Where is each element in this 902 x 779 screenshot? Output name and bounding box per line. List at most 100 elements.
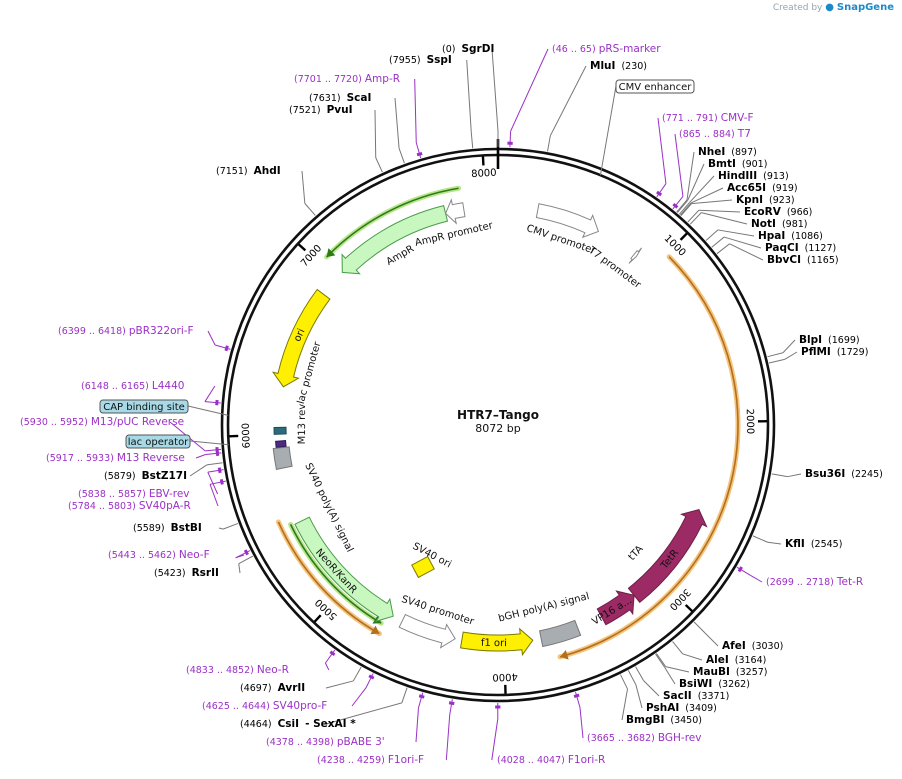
site-position: (7151) [216,166,248,177]
site-position: (230) [621,61,647,72]
boxed-lac-operator: lac operator [125,434,229,449]
leader-line [204,401,221,404]
site-label: NheI(897) [698,146,757,158]
leader-line [398,147,405,164]
orf-line [326,187,459,258]
leader-line [414,78,417,143]
site-position: (913) [763,171,789,182]
orf-arrowhead [326,248,336,258]
leader-line [782,339,796,354]
leader-line [686,151,695,200]
site-position: (4378 .. 4398) [266,737,337,748]
feature-arrow [459,627,534,657]
site-label: AfeI(3030) [722,640,783,652]
site-label: (5917 .. 5933) M13 Reverse [46,452,185,464]
orf-arcs [275,185,741,660]
site-prs-marker: (46 .. 65) pRS-marker [507,43,661,148]
leader-line [627,670,637,685]
leader-line [204,385,216,402]
orf-arrowhead [560,650,569,660]
leader-line [189,464,207,477]
site-labels: (0)SgrDI(7955)SspI(7701 .. 7720) Amp-R(7… [20,43,883,766]
site-name: PvuI [327,104,353,116]
site-label: (5443 .. 5462) Neo-F [108,549,210,561]
leader-line [680,203,692,217]
site-label: KflI(2545) [785,538,842,550]
site-label: (7701 .. 7720) Amp-R [294,73,400,85]
orf-line [559,256,739,658]
site-position: (901) [742,159,768,170]
site-position: (4238 .. 4259) [317,755,388,766]
leader-line [375,157,383,173]
site-label: (2699 .. 2718) Tet-R [766,576,863,588]
feature-t7-promoter: T7 promoter [585,244,643,291]
site-label: SacII(3371) [663,690,729,702]
feature-arrow [271,288,331,388]
site-name: PaqCI [765,242,799,254]
site-name: NheI [698,146,725,158]
site-bsiwi: BsiWI(3262) [655,653,750,690]
site-name: BmtI [708,158,736,170]
boxed-cmv-enhancer: CMV enhancer [599,79,695,176]
site-m13-puc-reverse: (5930 .. 5952) M13/pUC Reverse [20,416,222,453]
site-sv40pro-f: (4625 .. 4644) SV40pro-F [202,673,375,712]
site-label: KpnI(923) [736,194,795,206]
leader-line [394,97,400,149]
site-bsu36i: Bsu36I(2245) [771,468,883,480]
site-position: (3030) [752,641,784,652]
leader-line [445,714,451,761]
site-label: BsiWI(3262) [679,678,750,690]
leader-line [752,535,768,543]
site-name: MauBI [693,666,730,678]
leader-line [787,473,802,478]
site-position: (5784 .. 5803) [68,501,139,512]
leader-line [643,680,660,697]
label-box [615,79,695,94]
site-csii: (4464)CsiI- SexAI * [240,687,408,730]
boxed-cap-binding-site: CAP binding site [99,399,229,416]
orf-arrowhead [370,625,380,635]
leader-line [401,687,408,703]
site-position: (3257) [736,667,768,678]
feature-label: ori [292,327,307,343]
leader-line [664,666,676,685]
site-position: (0) [442,44,455,55]
site-name: AleI [706,654,729,666]
leader-line [415,707,419,743]
leader-line [687,209,700,223]
site-name: SgrDI [461,43,494,55]
site-position: (7955) [389,55,421,66]
site-scai: (7631)ScaI [309,92,405,164]
feature-label: tTA [627,544,646,563]
leader-line [635,666,644,681]
primer-mark [368,674,375,680]
site-name: HindIII [718,170,757,182]
primer-mark [656,190,663,197]
site-pbr322ori-f: (6399 .. 6418) pBR322ori-F [58,325,231,352]
site-pshai: PshAI(3409) [627,670,717,714]
site-name: MluI [590,60,615,72]
site-label: (4238 .. 4259) F1ori-F [317,754,424,766]
inner-sv40-ori: SV40 ori [411,541,453,579]
tick-mark [679,232,688,241]
feature-tetr: TetR [627,509,708,604]
site-name: F1ori-R [568,754,605,766]
credit-prefix: Created by [772,3,823,13]
feature-label: bGH poly(A) signal [497,591,590,624]
site-position: (3665 .. 3682) [587,733,658,744]
site-position: (1729) [837,347,869,358]
site-name: Neo-R [257,664,289,676]
site-maubi: MauBI (3257) [656,653,768,678]
leader-line [206,462,223,466]
site-position: (3262) [718,679,750,690]
leader-line [549,65,587,136]
site-position: (3371) [698,691,730,702]
site-position: (1086) [791,231,823,242]
leader-line [491,718,499,761]
leader-line [767,541,782,545]
site-name: PflMI [801,346,831,358]
site-name: SV40pro-F [273,700,327,712]
feature-label: T7 promoter [585,244,643,291]
site-name: BGH-rev [658,732,702,744]
site-name: M13 Reverse [117,452,185,464]
